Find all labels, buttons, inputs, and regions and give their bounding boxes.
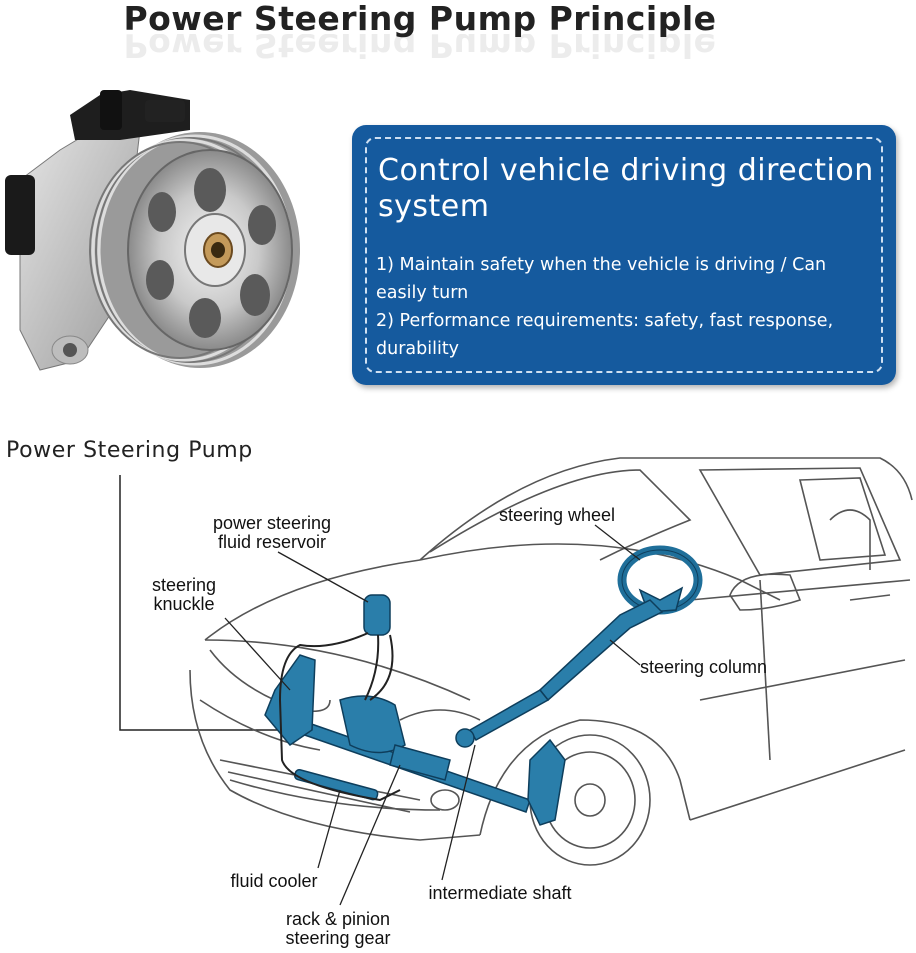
label-reservoir: power steering fluid reservoir <box>196 514 348 552</box>
label-knuckle: steering knuckle <box>140 576 228 614</box>
label-fluid-cooler: fluid cooler <box>230 871 318 891</box>
info-point-2: 2) Performance requirements: safety, fas… <box>376 311 834 359</box>
label-knuckle-line-1: steering <box>151 575 217 595</box>
label-steering-column: steering column <box>640 657 768 677</box>
label-rack-line-1: rack & pinion <box>285 909 391 929</box>
info-box-dashed-border <box>365 137 883 373</box>
label-steering-wheel: steering wheel <box>498 505 616 525</box>
label-rack-pinion: rack & pinion steering gear <box>270 910 406 948</box>
page-title: Power Steering Pump Principle <box>123 0 717 38</box>
label-reservoir-line-1: power steering <box>212 513 332 533</box>
info-heading: Control vehicle driving direction system <box>378 153 874 224</box>
pump-label: Power Steering Pump <box>6 438 253 463</box>
info-point-1: 1) Maintain safety when the vehicle is d… <box>376 255 827 303</box>
label-reservoir-line-2: fluid reservoir <box>217 532 327 552</box>
label-intermediate-shaft: intermediate shaft <box>428 883 572 903</box>
info-box: Control vehicle driving direction system… <box>352 125 896 385</box>
label-rack-line-2: steering gear <box>285 928 391 948</box>
label-knuckle-line-2: knuckle <box>153 594 215 614</box>
power-steering-pump-image <box>5 90 300 371</box>
